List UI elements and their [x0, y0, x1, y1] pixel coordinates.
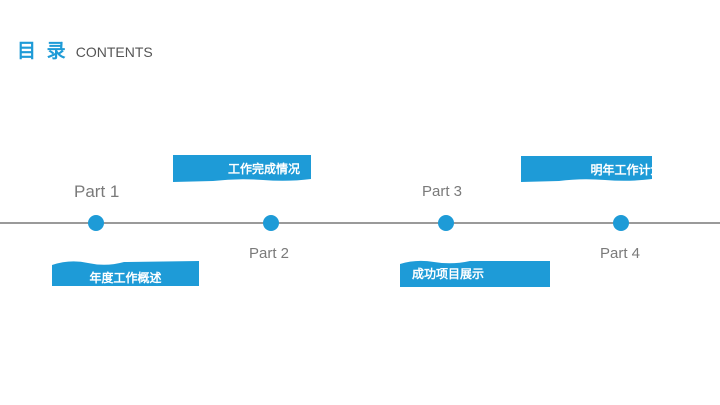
part-1-label: Part 1	[74, 182, 120, 201]
part-3-topic: 成功项目展示	[412, 266, 485, 281]
part-4-topic-flag: 明年工作计划	[521, 156, 663, 182]
timeline-dot-part-4	[613, 215, 629, 231]
header-title-en: CONTENTS	[75, 44, 153, 60]
slide-header: 目 录 CONTENTS	[17, 36, 153, 63]
part-2-label: Part 2	[249, 245, 290, 262]
part-4-topic: 明年工作计划	[590, 162, 663, 177]
part-1-topic: 年度工作概述	[89, 270, 162, 285]
flag-shape	[400, 260, 550, 287]
part-4-label: Part 4	[600, 245, 641, 262]
part-2-topic: 工作完成情况	[227, 162, 300, 176]
timeline-dot-part-2	[263, 215, 279, 231]
part-3-label: Part 3	[422, 183, 463, 200]
timeline-dot-part-1	[88, 215, 104, 231]
part-3-topic-flag: 成功项目展示	[400, 259, 550, 287]
timeline-line	[0, 222, 720, 224]
timeline-dot-part-3	[438, 215, 454, 231]
flag-shape	[521, 156, 652, 182]
header-title-cn: 目 录	[17, 40, 68, 62]
flag-shape	[173, 155, 311, 182]
part-1-topic-flag: 年度工作概述	[52, 259, 199, 287]
part-2-topic-flag: 工作完成情况	[173, 155, 311, 182]
flag-shape	[52, 261, 199, 286]
